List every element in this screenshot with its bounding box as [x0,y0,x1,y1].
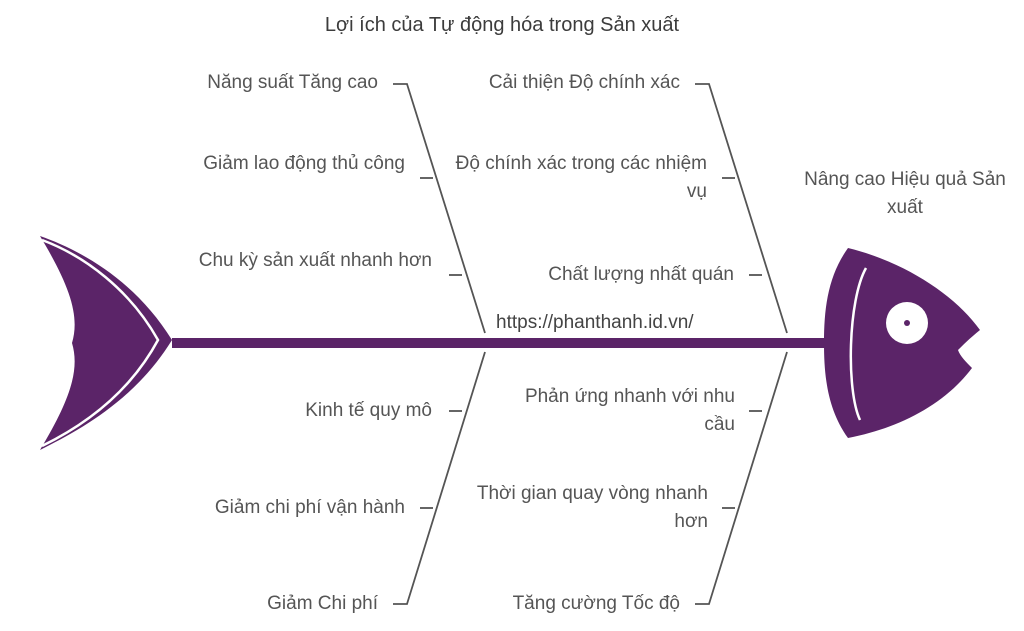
cause-upper-left-2: Chu kỳ sản xuất nhanh hơn [198,250,432,271]
cause-upper-right-1: Độ chính xác trong các nhiệm vụ [455,153,707,202]
bone-lower-left [393,351,486,605]
watermark-url: https://phanthanh.id.vn/ [496,312,694,333]
cause-upper-left-1: Giảm lao động thủ công [203,153,405,174]
cause-lower-right-1: Phản ứng nhanh với nhu cầu [524,386,735,435]
cause-lower-right-2: Thời gian quay vòng nhanh hơn [476,483,708,532]
bone-lower-right [695,351,788,605]
bone-label-lower-right: Tăng cường Tốc độ [512,593,680,614]
bone-label-lower-left: Giảm Chi phí [267,593,378,614]
fish-gill-line [849,267,868,421]
fish-tail [40,236,172,450]
head-label: Nâng cao Hiệu quả Sản xuất [804,169,1006,218]
cause-lower-left-1: Kinh tế quy mô [305,400,432,421]
cause-upper-right-2: Chất lượng nhất quán [548,264,734,285]
fish-spine [172,338,830,348]
bone-upper-right [695,83,788,334]
bone-label-upper-left: Năng suất Tăng cao [207,72,378,93]
fish-pupil [904,320,910,326]
bone-label-upper-right: Cải thiện Độ chính xác [488,72,680,93]
cause-lower-left-2: Giảm chi phí vận hành [214,497,405,518]
bone-upper-left [393,83,486,334]
diagram-title: Lợi ích của Tự động hóa trong Sản xuất [324,14,680,36]
fish-tail-highlight [41,238,160,448]
